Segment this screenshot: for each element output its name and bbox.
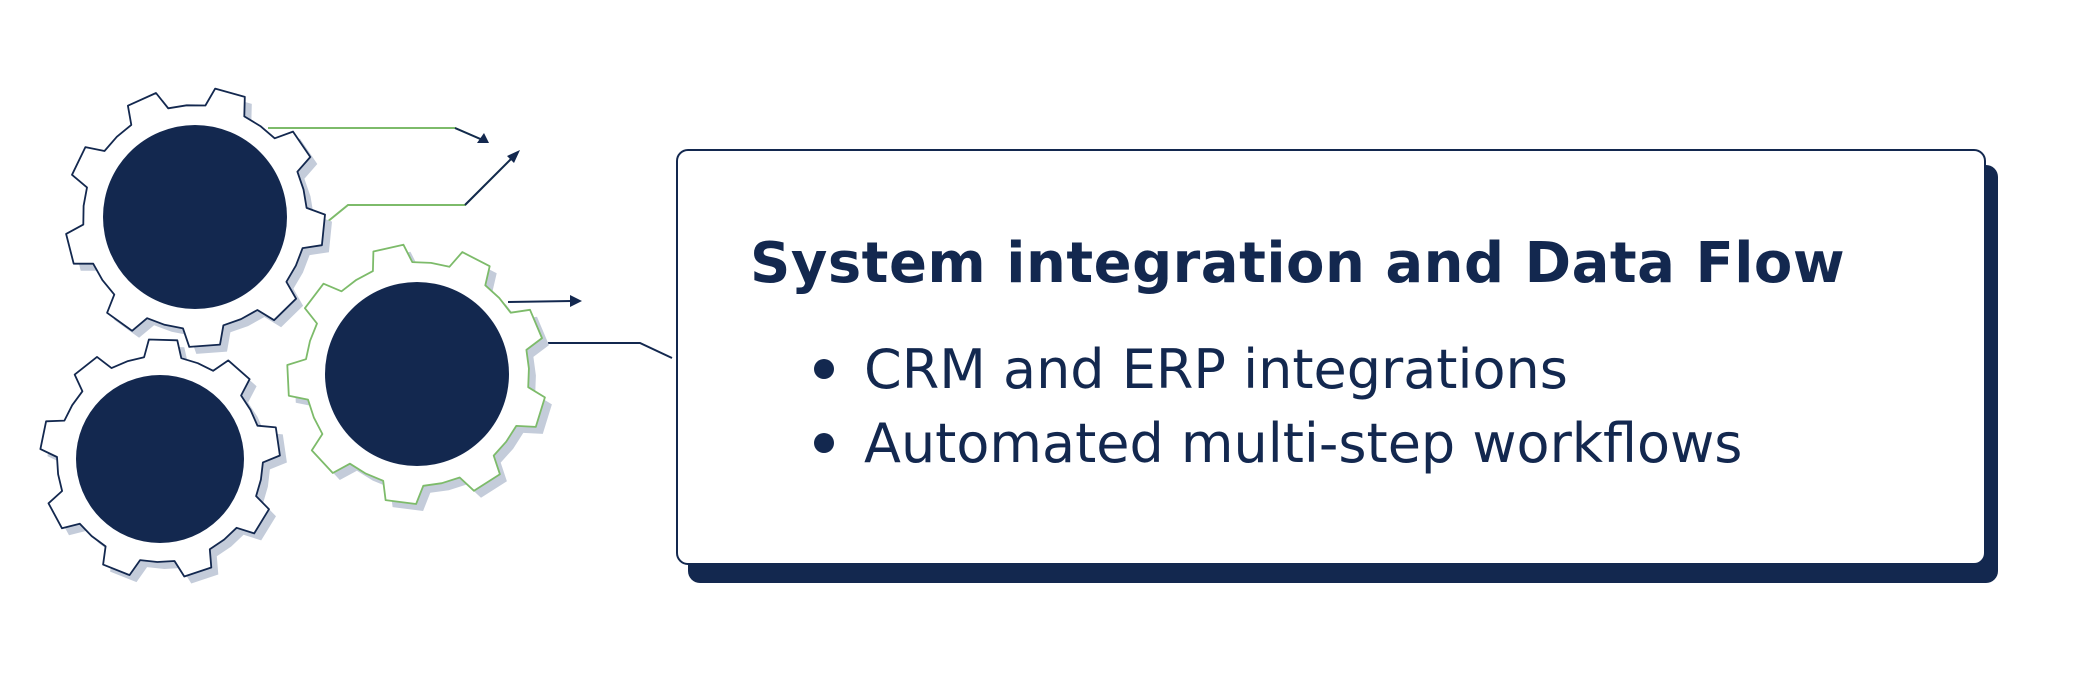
connector-line [268,127,486,142]
connector-line [507,300,573,303]
bullet-dot [814,359,834,379]
bullet-text: Automated multi-step workflows [864,412,1743,475]
gear-hub [76,375,244,543]
info-card: System integration and Data Flow CRM and… [676,149,1986,565]
gear-hub [103,125,287,309]
connector-line [304,154,516,241]
arrow-icon [477,133,489,143]
connector-line [464,154,516,206]
card-title: System integration and Data Flow [750,231,1846,296]
connector-line [548,342,673,359]
bullet-dot [814,433,834,453]
arrow-icon [507,150,520,163]
bullet-list: CRM and ERP integrations Automated multi… [814,333,1742,481]
bullet-text: CRM and ERP integrations [864,338,1568,401]
bullet-item: CRM and ERP integrations [814,333,1742,407]
bullet-item: Automated multi-step workflows [814,407,1742,481]
arrow-icon [570,295,582,307]
gear-hub [325,282,509,466]
